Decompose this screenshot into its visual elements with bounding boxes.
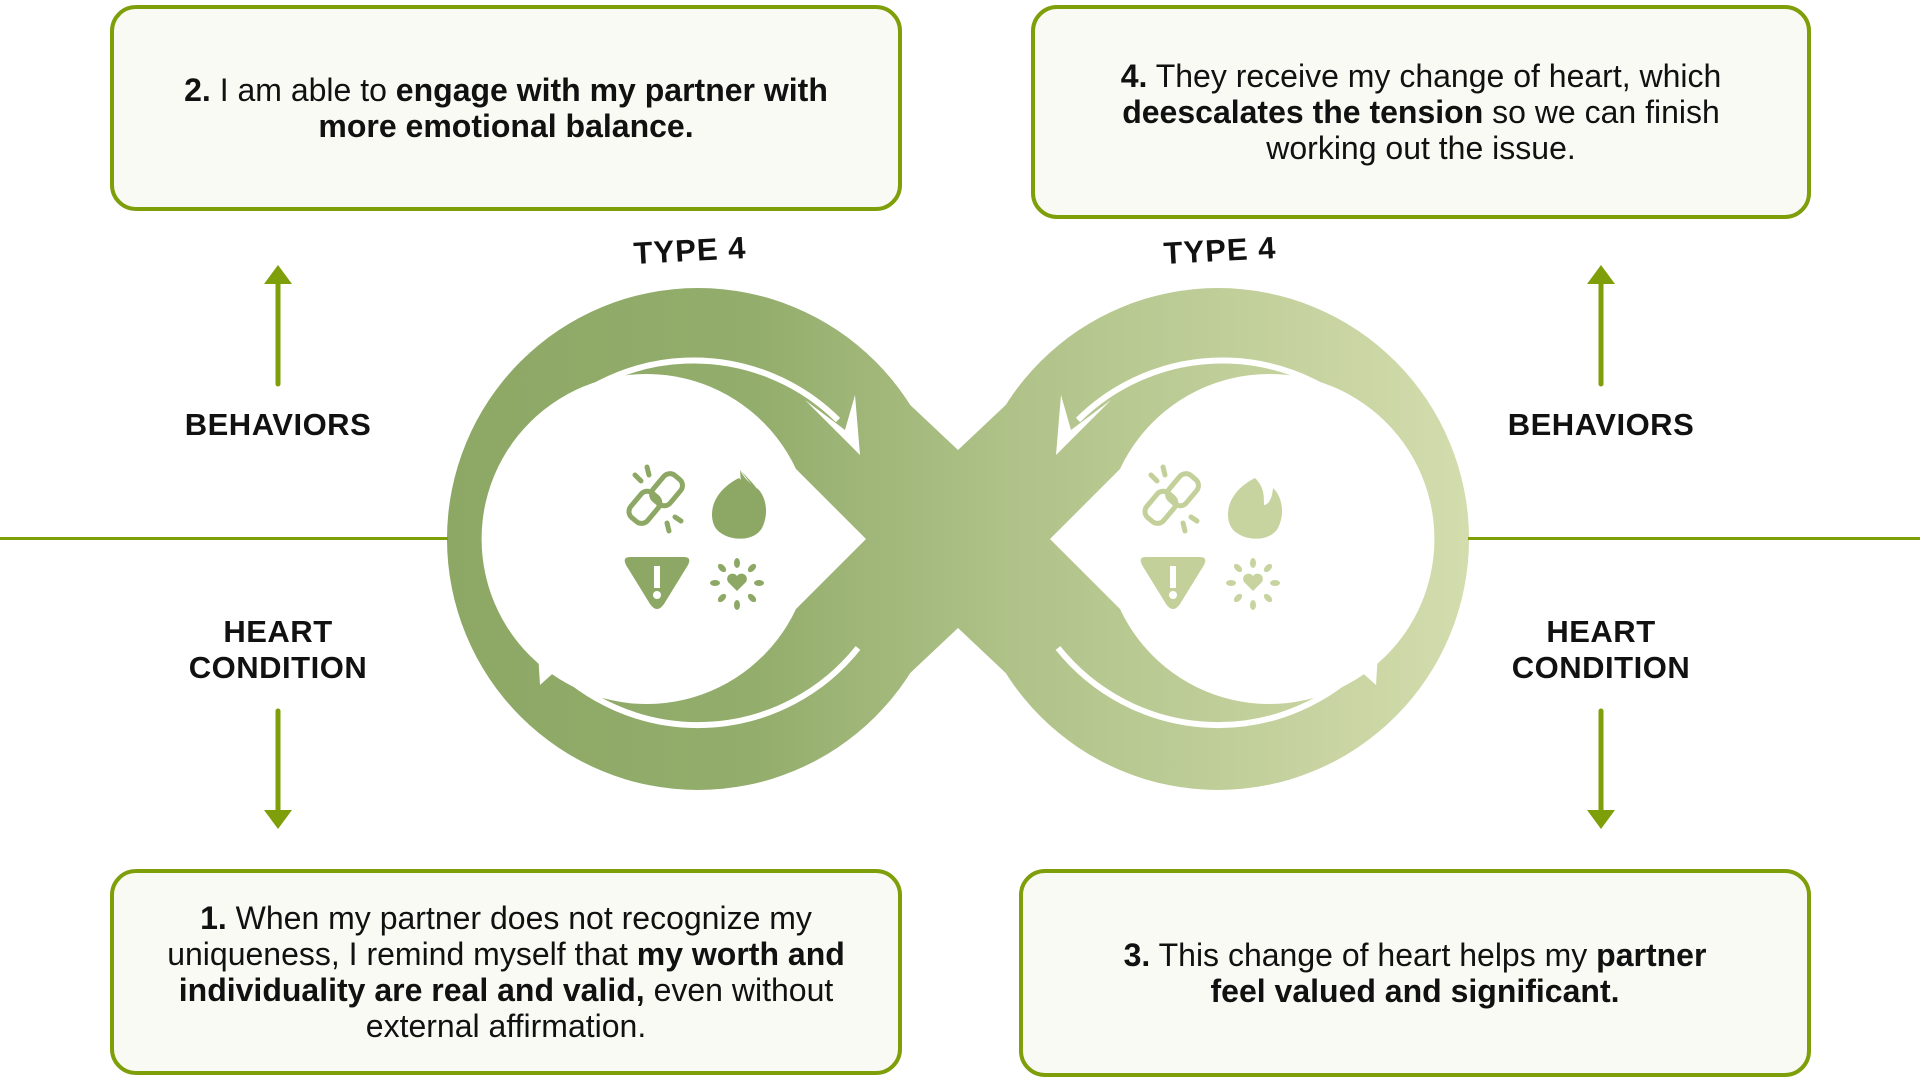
- step-2-box: 2. I am able to engage with my partner w…: [110, 5, 902, 211]
- left-top-arrowhead: [805, 395, 860, 455]
- step-number: 1.: [200, 900, 227, 936]
- step-text-part: even without external affirmation.: [365, 972, 834, 1044]
- right-top-arrowhead: [1056, 395, 1111, 455]
- step-1-text: 1. When my partner does not recognize my…: [144, 900, 868, 1044]
- left-loop-arrows: [535, 357, 861, 729]
- broken-link-icon: [626, 464, 685, 534]
- right-divider-line: [1468, 537, 1920, 540]
- step-text-part: They receive my change of heart, which: [1147, 58, 1722, 94]
- right-bottom-arrowhead: [1326, 620, 1380, 685]
- right-up-arrowhead: [1587, 265, 1615, 284]
- heart-burst-icon: [710, 558, 764, 610]
- step-2-text: 2. I am able to engage with my partner w…: [166, 72, 846, 144]
- step-4-box: 4. They receive my change of heart, whic…: [1031, 5, 1811, 219]
- left-icons: [624, 464, 767, 610]
- step-text-part: engage with my partner with more emotion…: [318, 72, 828, 144]
- heart-burst-icon: [1226, 558, 1280, 610]
- step-text-part: I am able to: [210, 72, 396, 108]
- left-inner-hole: [481, 373, 866, 704]
- left-bottom-arrowhead: [536, 620, 590, 685]
- step-number: 4.: [1120, 58, 1148, 94]
- step-text-part: This change of heart helps my: [1150, 937, 1597, 973]
- left-heart-label-line1: HEART: [223, 614, 333, 649]
- step-number: 3.: [1123, 937, 1151, 973]
- right-heart-label-line1: HEART: [1546, 614, 1656, 649]
- step-3-box: 3. This change of heart helps my partner…: [1019, 869, 1811, 1077]
- right-inner-hole: [1050, 374, 1435, 704]
- broken-link-icon: [1142, 464, 1201, 534]
- left-up-arrowhead: [264, 265, 292, 284]
- right-heart-condition-label: HEART CONDITION: [1512, 614, 1690, 686]
- step-text-part: my worth and individuality are real and …: [178, 936, 845, 1008]
- fire-icon: [1227, 478, 1283, 539]
- right-behaviors-label: BEHAVIORS: [1507, 407, 1695, 442]
- right-type-label: TYPE 4: [1162, 230, 1278, 271]
- right-heart-label-line2: CONDITION: [1511, 650, 1691, 685]
- step-number: 2.: [184, 72, 211, 108]
- left-heart-label-line2: CONDITION: [188, 650, 368, 685]
- warning-dot: [653, 591, 661, 599]
- step-4-text: 4. They receive my change of heart, whic…: [1111, 58, 1731, 166]
- fire-inner-icon: [711, 478, 767, 539]
- right-down-arrowhead: [1587, 810, 1615, 829]
- step-text-part: deescalates the tension: [1122, 94, 1484, 130]
- warning-mark: [654, 566, 660, 588]
- step-1-box: 1. When my partner does not recognize my…: [110, 869, 902, 1075]
- warning-mark: [1170, 566, 1176, 588]
- left-type-label: TYPE 4: [632, 230, 748, 271]
- right-loop-arrows: [1055, 357, 1381, 729]
- left-down-arrowhead: [264, 810, 292, 829]
- step-3-text: 3. This change of heart helps my partner…: [1105, 937, 1725, 1009]
- right-icons: [1140, 464, 1283, 610]
- step-text-part: so we can finish working out the issue.: [1266, 94, 1720, 166]
- left-behaviors-label: BEHAVIORS: [184, 407, 372, 442]
- warning-dot: [1169, 591, 1177, 599]
- step-text-part: partner feel valued and significant.: [1210, 937, 1707, 1009]
- step-text-part: When my partner does not recognize my un…: [167, 900, 812, 972]
- left-heart-condition-label: HEART CONDITION: [189, 614, 367, 686]
- left-divider-line: [0, 537, 448, 540]
